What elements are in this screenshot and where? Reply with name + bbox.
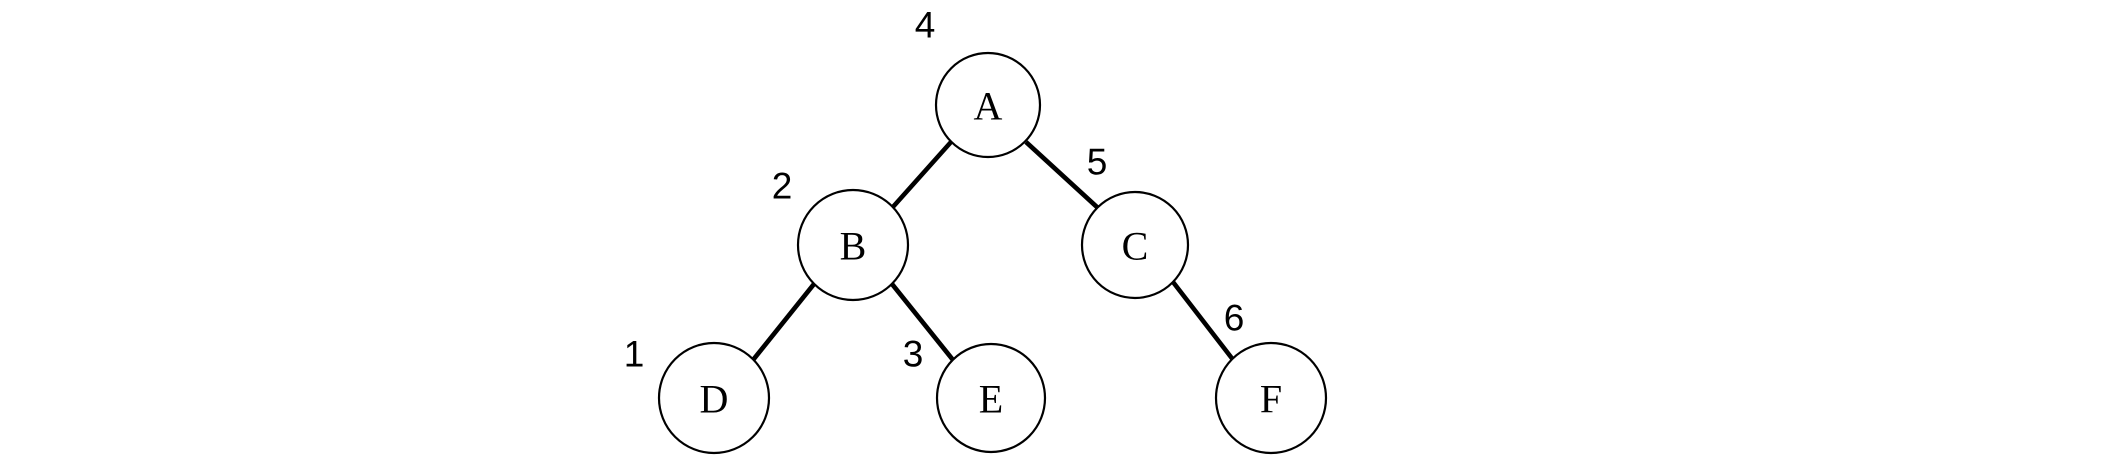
node-label-e: E [979,377,1003,422]
node-label-f: F [1260,377,1282,422]
tree-node-d[interactable]: D [657,341,771,455]
node-weight-a: 4 [915,5,936,46]
node-weight-d: 1 [624,334,645,375]
tree-node-f[interactable]: F [1214,341,1328,455]
node-circle-a [934,51,1042,159]
node-label-b: B [840,224,867,269]
tree-edge-c-f [1171,280,1236,363]
tree-edge-b-d [751,282,816,362]
nodes-group: A B C D E F [657,51,1328,455]
tree-edge-b-e [890,282,955,362]
node-circle-d [657,341,771,455]
tree-node-a[interactable]: A [934,51,1042,159]
node-circle-f [1214,341,1328,455]
tree-node-b[interactable]: B [796,188,910,302]
edge-weights-group: 4 2 5 1 3 6 [624,5,1245,375]
node-label-c: C [1122,224,1149,269]
node-weight-e: 3 [903,334,924,375]
edges-group [751,140,1236,363]
node-label-d: D [700,377,729,422]
node-label-a: A [974,84,1003,129]
tree-node-c[interactable]: C [1080,190,1190,300]
tree-edge-a-b [890,140,953,210]
tree-node-e[interactable]: E [935,342,1047,454]
tree-edge-a-c [1024,140,1100,210]
node-weight-c: 5 [1087,142,1108,183]
node-circle-c [1080,190,1190,300]
node-weight-f: 6 [1224,298,1245,339]
node-circle-e [935,342,1047,454]
node-circle-b [796,188,910,302]
node-weight-b: 2 [772,166,793,207]
